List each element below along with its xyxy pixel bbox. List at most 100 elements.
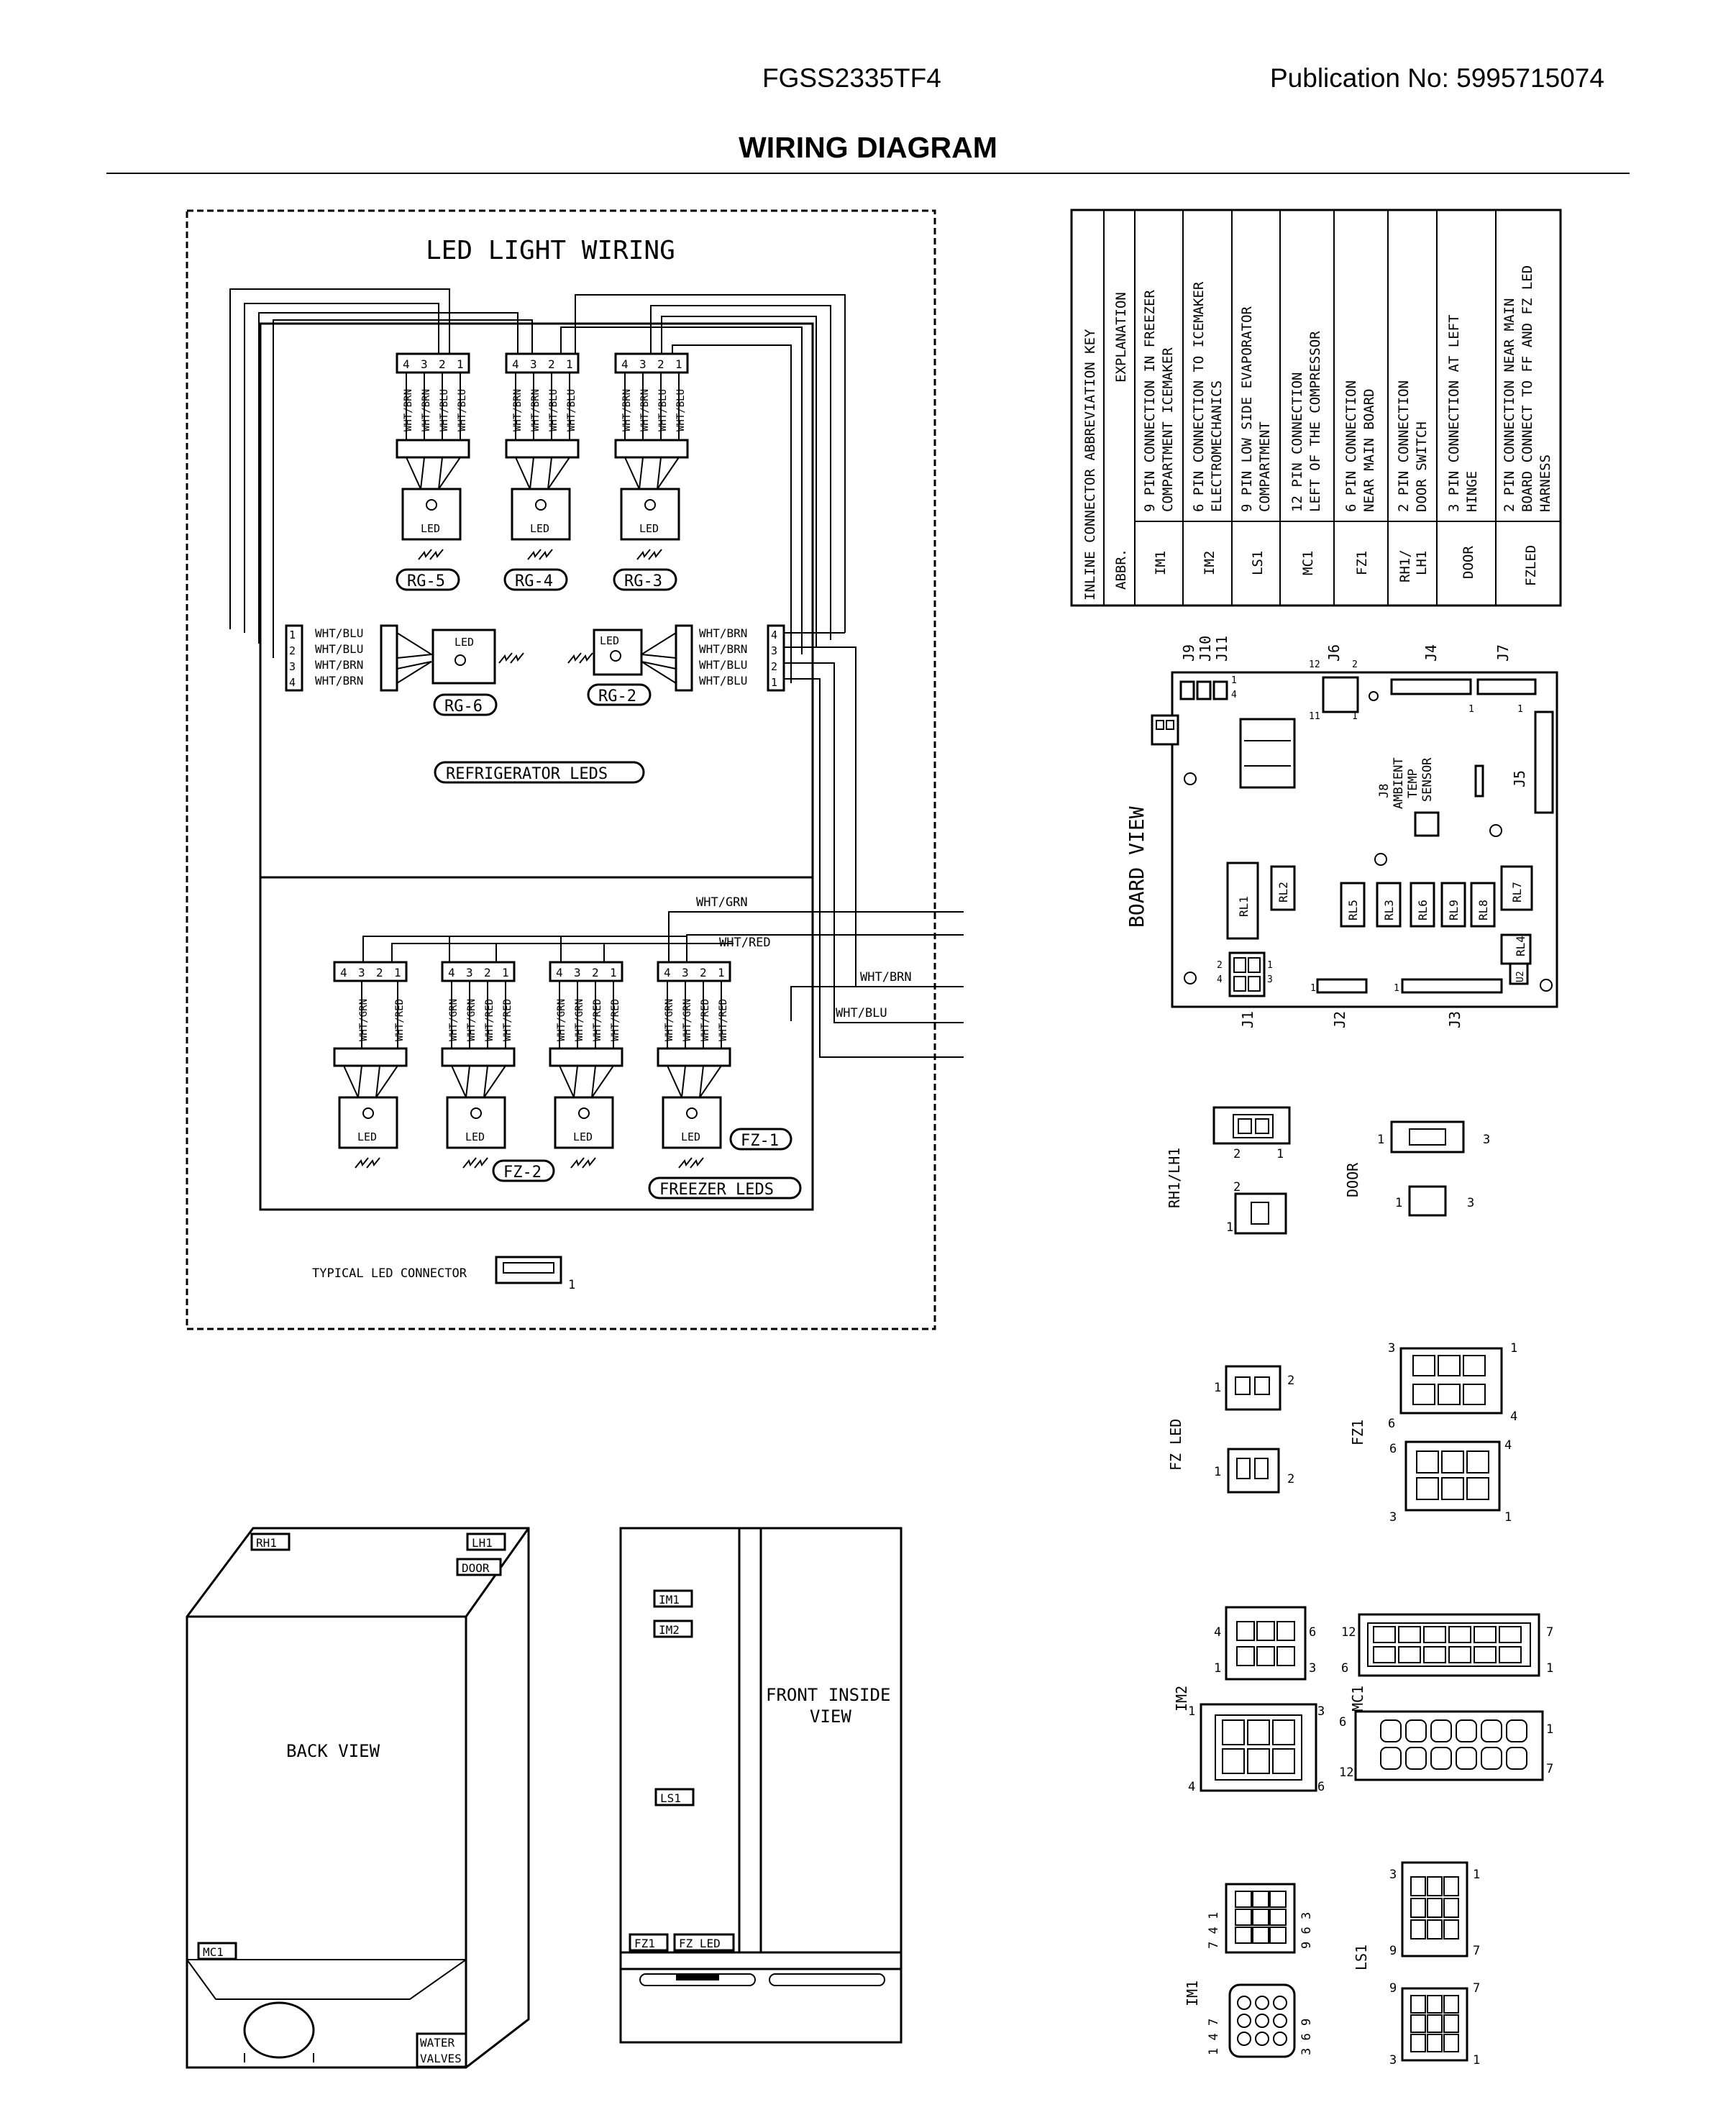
- svg-text:2: 2: [1287, 1374, 1294, 1388]
- svg-text:IM2: IM2: [659, 1623, 680, 1637]
- svg-text:EXPLANATION: EXPLANATION: [1113, 292, 1129, 383]
- refrigerator-leds-label: REFRIGERATOR LEDS: [446, 765, 608, 783]
- fz1-tag: FZ-1: [741, 1132, 779, 1150]
- led-panel-title: LED LIGHT WIRING: [426, 236, 675, 265]
- svg-text:IM1: IM1: [1184, 1980, 1201, 2006]
- svg-text:FZ1: FZ1: [1354, 551, 1370, 575]
- svg-text:4: 4: [289, 676, 296, 689]
- out-wire-blu: WHT/BLU: [836, 1006, 887, 1020]
- svg-text:J8: J8: [1377, 784, 1392, 798]
- svg-text:WHT/GRN: WHT/GRN: [664, 999, 675, 1041]
- svg-text:ELECTROMECHANICS: ELECTROMECHANICS: [1209, 380, 1225, 512]
- svg-text:HARNESS: HARNESS: [1538, 454, 1553, 512]
- led-light-wiring-panel: LED LIGHT WIRING 4 3 2 1 WHT/BRN WHT/BRN…: [186, 209, 964, 1330]
- svg-text:6: 6: [1309, 1625, 1316, 1640]
- rg5-tag: RG-5: [407, 572, 445, 590]
- svg-text:J6: J6: [1325, 644, 1343, 662]
- svg-text:MC1: MC1: [203, 1945, 224, 1959]
- svg-text:1: 1: [1188, 1704, 1195, 1719]
- rg3-tag: RG-3: [624, 572, 662, 590]
- svg-text:1: 1: [1473, 1868, 1480, 1882]
- page-title: WIRING DIAGRAM: [739, 131, 997, 164]
- fz-led-d: 4 3 2 1 WHT/GRN WHT/GRN WHT/RED WHT/RED …: [657, 961, 731, 1169]
- svg-text:1: 1: [1377, 1133, 1384, 1147]
- svg-text:11: 11: [1309, 711, 1320, 722]
- svg-text:2: 2: [1233, 1180, 1241, 1194]
- svg-text:1: 1: [1395, 1196, 1402, 1210]
- svg-text:LS1: LS1: [660, 1791, 681, 1805]
- out-wire-red: WHT/RED: [719, 936, 771, 950]
- svg-text:1 4 7: 1 4 7: [1207, 2019, 1221, 2055]
- svg-text:LED: LED: [465, 1130, 485, 1143]
- svg-text:3: 3: [1483, 1133, 1490, 1147]
- svg-text:LED: LED: [681, 1130, 700, 1143]
- svg-text:1: 1: [1267, 960, 1273, 971]
- svg-text:WHT/BRN: WHT/BRN: [639, 389, 651, 431]
- svg-text:LED: LED: [639, 522, 659, 535]
- svg-text:WHT/BRN: WHT/BRN: [315, 658, 363, 672]
- svg-text:9 PIN LOW SIDE EVAPORATOR: 9 PIN LOW SIDE EVAPORATOR: [1239, 306, 1255, 512]
- svg-text:9: 9: [1389, 1944, 1397, 1958]
- svg-text:2: 2: [484, 966, 491, 979]
- svg-text:J9: J9: [1180, 644, 1197, 662]
- title-rule: [106, 173, 1630, 174]
- compressor-icon: [243, 2001, 315, 2059]
- svg-text:RH1: RH1: [256, 1536, 277, 1550]
- svg-text:WHT/RED: WHT/RED: [700, 999, 711, 1041]
- svg-text:RH1/LH1: RH1/LH1: [1166, 1148, 1183, 1208]
- svg-text:3: 3: [358, 966, 365, 979]
- svg-text:RL2: RL2: [1276, 882, 1290, 903]
- out-wire-grn: WHT/GRN: [696, 895, 748, 910]
- svg-text:J1: J1: [1239, 1011, 1256, 1028]
- svg-text:1: 1: [610, 966, 617, 979]
- svg-text:3: 3: [639, 357, 647, 371]
- svg-text:1: 1: [566, 357, 573, 371]
- svg-text:2: 2: [771, 660, 777, 673]
- svg-text:1: 1: [394, 966, 401, 979]
- svg-text:U2: U2: [1515, 971, 1526, 982]
- main-board: [1171, 671, 1558, 1008]
- svg-text:4: 4: [1504, 1438, 1512, 1453]
- svg-text:1: 1: [771, 676, 777, 689]
- svg-text:RH1/: RH1/: [1397, 549, 1413, 582]
- svg-text:WHT/BLU: WHT/BLU: [457, 389, 468, 431]
- svg-text:WHT/BRN: WHT/BRN: [403, 389, 414, 431]
- svg-text:VALVES: VALVES: [420, 2052, 462, 2065]
- freezer-leds-label: FREEZER LEDS: [659, 1181, 774, 1199]
- svg-text:3: 3: [1467, 1196, 1474, 1210]
- svg-text:1: 1: [1473, 2053, 1480, 2068]
- svg-text:LED: LED: [357, 1130, 377, 1143]
- front-inside-view: FRONT INSIDE VIEW IM1 IM2 LS1 FZ1 FZ LED: [619, 1527, 903, 2044]
- svg-text:3 6 9: 3 6 9: [1299, 2019, 1314, 2055]
- svg-text:3: 3: [682, 966, 689, 979]
- connector-im1: IM1 7 4 1 9 6 3 1 4 7 3 6 9: [1184, 1883, 1314, 2058]
- svg-text:1: 1: [502, 966, 509, 979]
- svg-text:DOOR: DOOR: [1461, 546, 1476, 579]
- svg-text:WHT/RED: WHT/RED: [592, 999, 603, 1041]
- svg-text:RL4: RL4: [1514, 936, 1527, 956]
- svg-text:6: 6: [1317, 1780, 1325, 1794]
- svg-text:9: 9: [1389, 1981, 1397, 1996]
- rg2-tag: RG-2: [598, 687, 636, 705]
- svg-text:MC1: MC1: [1349, 1686, 1366, 1712]
- svg-text:3: 3: [771, 644, 777, 657]
- svg-text:7: 7: [1473, 1944, 1480, 1958]
- svg-text:FZ1: FZ1: [634, 1937, 655, 1950]
- svg-text:WHT/BLU: WHT/BLU: [657, 389, 669, 431]
- svg-text:RL3: RL3: [1382, 900, 1396, 920]
- svg-text:LED: LED: [530, 522, 549, 535]
- svg-text:WATER: WATER: [420, 2036, 455, 2050]
- svg-text:1: 1: [457, 357, 464, 371]
- publication-number: Publication No: 5995715074: [1270, 63, 1604, 93]
- relay-rl2: [1270, 865, 1296, 911]
- connector-fz1: FZ1 3 1 6 4 6 4 3 1: [1349, 1341, 1517, 1525]
- abbreviation-key-table: INLINE CONNECTOR ABBREVIATION KEY ABBR. …: [1070, 209, 1562, 607]
- connector-ls1: LS1 3 1 9 7 9 7 3 1: [1353, 1861, 1480, 2068]
- svg-text:3: 3: [466, 966, 473, 979]
- fz2-tag: FZ-2: [503, 1164, 542, 1182]
- fz-led-b: 4 3 2 1 WHT/GRN WHT/GRN WHT/RED WHT/RED …: [441, 961, 516, 1169]
- svg-text:1: 1: [1310, 983, 1316, 994]
- model-number: FGSS2335TF4: [762, 63, 941, 93]
- typical-connector: [495, 1256, 562, 1284]
- relay-rl3: [1376, 882, 1402, 928]
